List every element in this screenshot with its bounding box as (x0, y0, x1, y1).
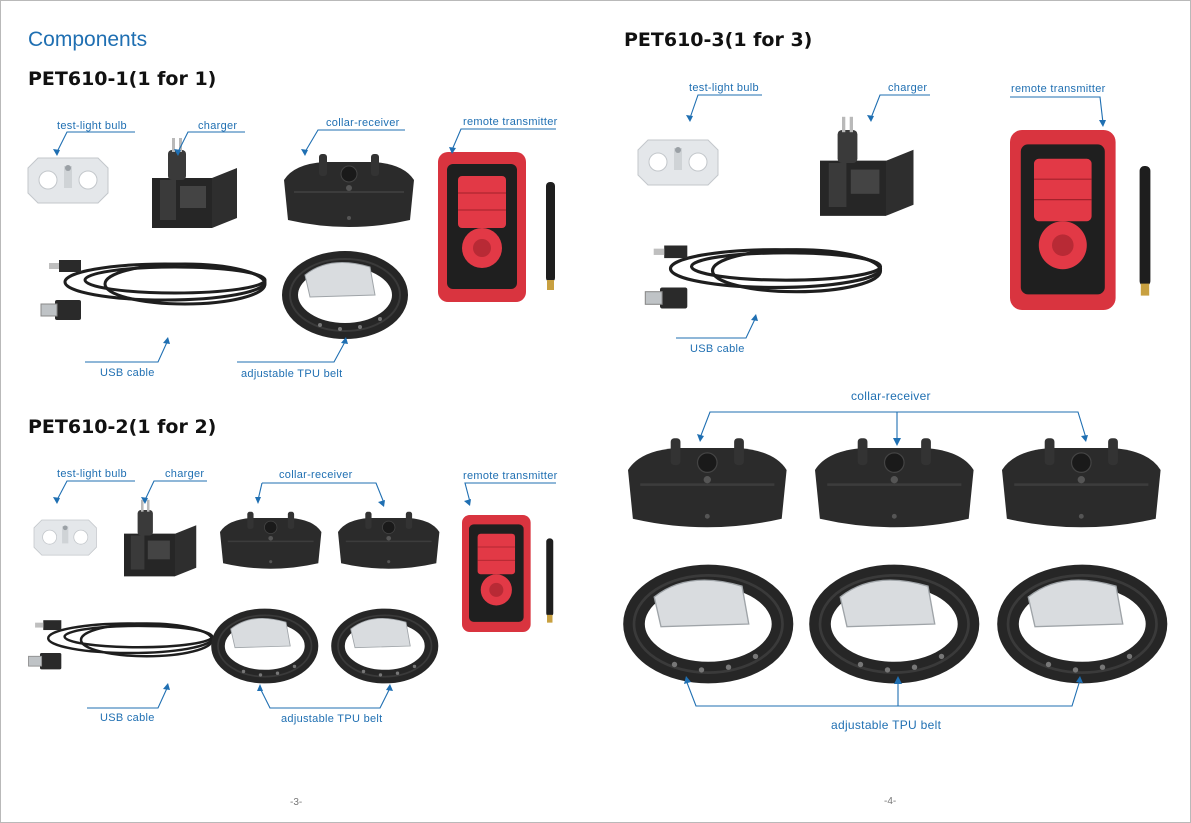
page-number-left: -3- (290, 797, 303, 808)
set1-label-test-light-bulb: test-light bulb (57, 120, 127, 132)
set2-label-usb-cable: USB cable (100, 712, 155, 724)
set3-label-remote-transmitter: remote transmitter (1011, 83, 1106, 95)
set1-label-belt: adjustable TPU belt (241, 368, 343, 380)
set1-label-collar-receiver: collar-receiver (326, 117, 400, 129)
set2-label-remote-transmitter: remote transmitter (463, 470, 558, 482)
set1-label-charger: charger (198, 120, 238, 132)
callout-lines (56, 94, 1104, 709)
set3-label-test-light-bulb: test-light bulb (689, 82, 759, 94)
page-number-right: -4- (884, 796, 897, 807)
set1-title: PET610-1(1 for 1) (28, 68, 217, 90)
set2-label-collar-receiver: collar-receiver (279, 469, 353, 481)
set2-title: PET610-2(1 for 2) (28, 416, 217, 438)
set3-label-charger: charger (888, 82, 928, 94)
set2-label-belt: adjustable TPU belt (281, 713, 383, 725)
callout-arrowheads (53, 115, 1106, 691)
set3-label-usb-cable: USB cable (690, 343, 745, 355)
set1-label-usb-cable: USB cable (100, 367, 155, 379)
set3-label-collar-receiver: collar-receiver (851, 389, 931, 403)
set3-label-belt: adjustable TPU belt (831, 718, 942, 732)
set1-label-remote-transmitter: remote transmitter (463, 116, 558, 128)
page-heading: Components (28, 28, 148, 51)
set2-label-charger: charger (165, 468, 205, 480)
set2-label-test-light-bulb: test-light bulb (57, 468, 127, 480)
set3-title: PET610-3(1 for 3) (624, 29, 813, 51)
